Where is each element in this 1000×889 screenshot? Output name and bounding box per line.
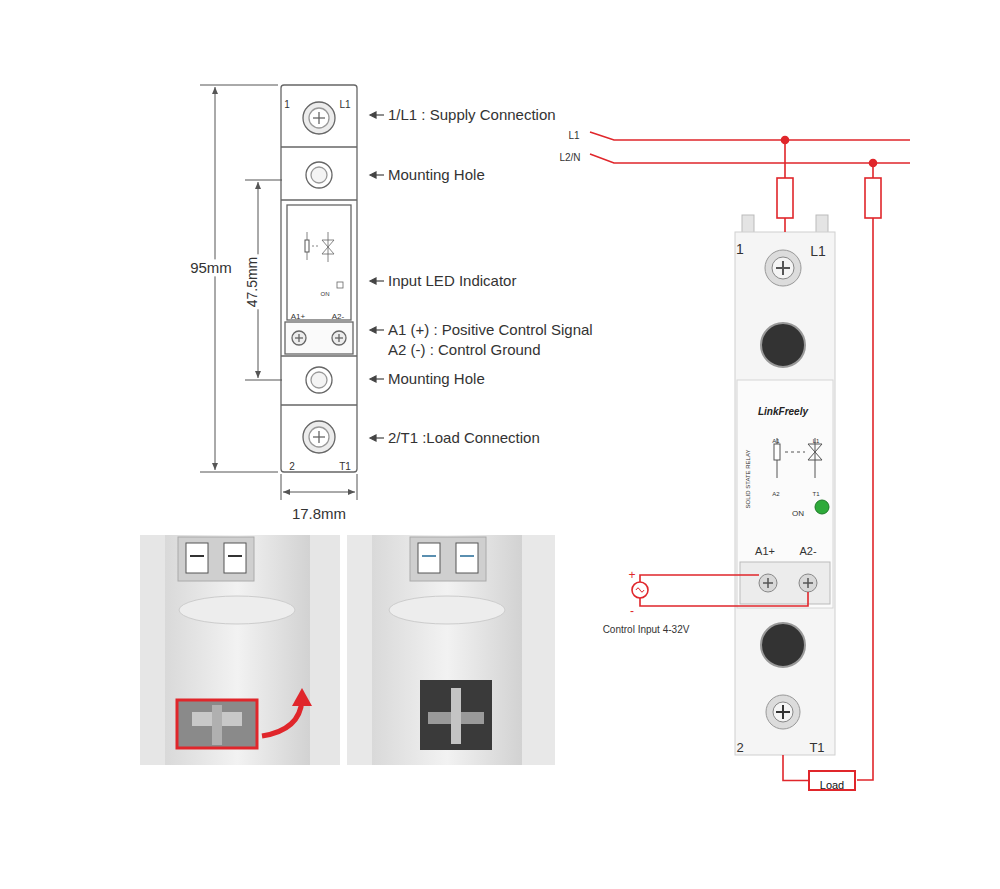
label-text: A1 (+) : Positive Control Signal — [388, 321, 593, 338]
wiring — [590, 132, 910, 780]
node-text: Load — [820, 778, 844, 791]
label-text: 95mm — [188, 259, 234, 276]
label-text: Mounting Hole — [388, 166, 485, 183]
node-text: T1 — [812, 491, 819, 498]
label-text: 47.5mm — [244, 255, 260, 310]
photo-left — [140, 535, 340, 765]
dimension-lines — [200, 85, 357, 500]
node-text: 1 — [736, 241, 744, 257]
node-text: 1 — [284, 99, 290, 111]
label-text: 17.8mm — [292, 505, 346, 522]
node-text: A1+ — [291, 312, 305, 321]
node-text: L1 — [810, 243, 826, 259]
photo-right — [347, 535, 555, 765]
label-text: + — [628, 569, 635, 583]
device-photo — [735, 215, 835, 755]
node-text: 2 — [289, 461, 295, 473]
node-text: ON — [792, 509, 804, 518]
label-text: 1/L1 : Supply Connection — [388, 106, 556, 123]
device-photo-body: 1L1LinkFreelySOLID STATE RELAYA1A2L1T1ON… — [735, 215, 835, 755]
node-text: A2- — [799, 545, 816, 558]
node-text: L1 — [339, 99, 350, 111]
label-text: 2/T1 :Load Connection — [388, 429, 540, 446]
label-text: - — [630, 605, 634, 619]
load-box: Load — [808, 770, 856, 791]
node-text: A2 — [772, 491, 779, 498]
node-text: T1 — [809, 741, 824, 756]
node-text: T1 — [339, 461, 351, 473]
node-text: L1 — [813, 438, 820, 445]
label-text: Mounting Hole — [388, 370, 485, 387]
node-text: A1 — [772, 438, 779, 445]
label-text: Control Input 4-32V — [603, 624, 690, 636]
device-drawing — [281, 85, 357, 472]
label-text: L1 — [568, 130, 579, 142]
label-text: Input LED Indicator — [388, 272, 516, 289]
node-text: A1+ — [755, 545, 775, 558]
node-text: ON — [321, 291, 330, 298]
wire-connector — [783, 755, 808, 781]
label-text: L2/N — [559, 152, 580, 164]
label-text: A2 (-) : Control Ground — [388, 341, 541, 358]
node-text: 2 — [736, 741, 743, 756]
device-front-drawing: 1 L1ON A1+ A2- 2 T1 — [281, 85, 357, 472]
callout-arrows — [370, 112, 384, 441]
node-text: LinkFreely — [758, 406, 808, 418]
node-text: SOLID STATE RELAY — [745, 449, 752, 508]
node-text: A2- — [332, 312, 344, 321]
